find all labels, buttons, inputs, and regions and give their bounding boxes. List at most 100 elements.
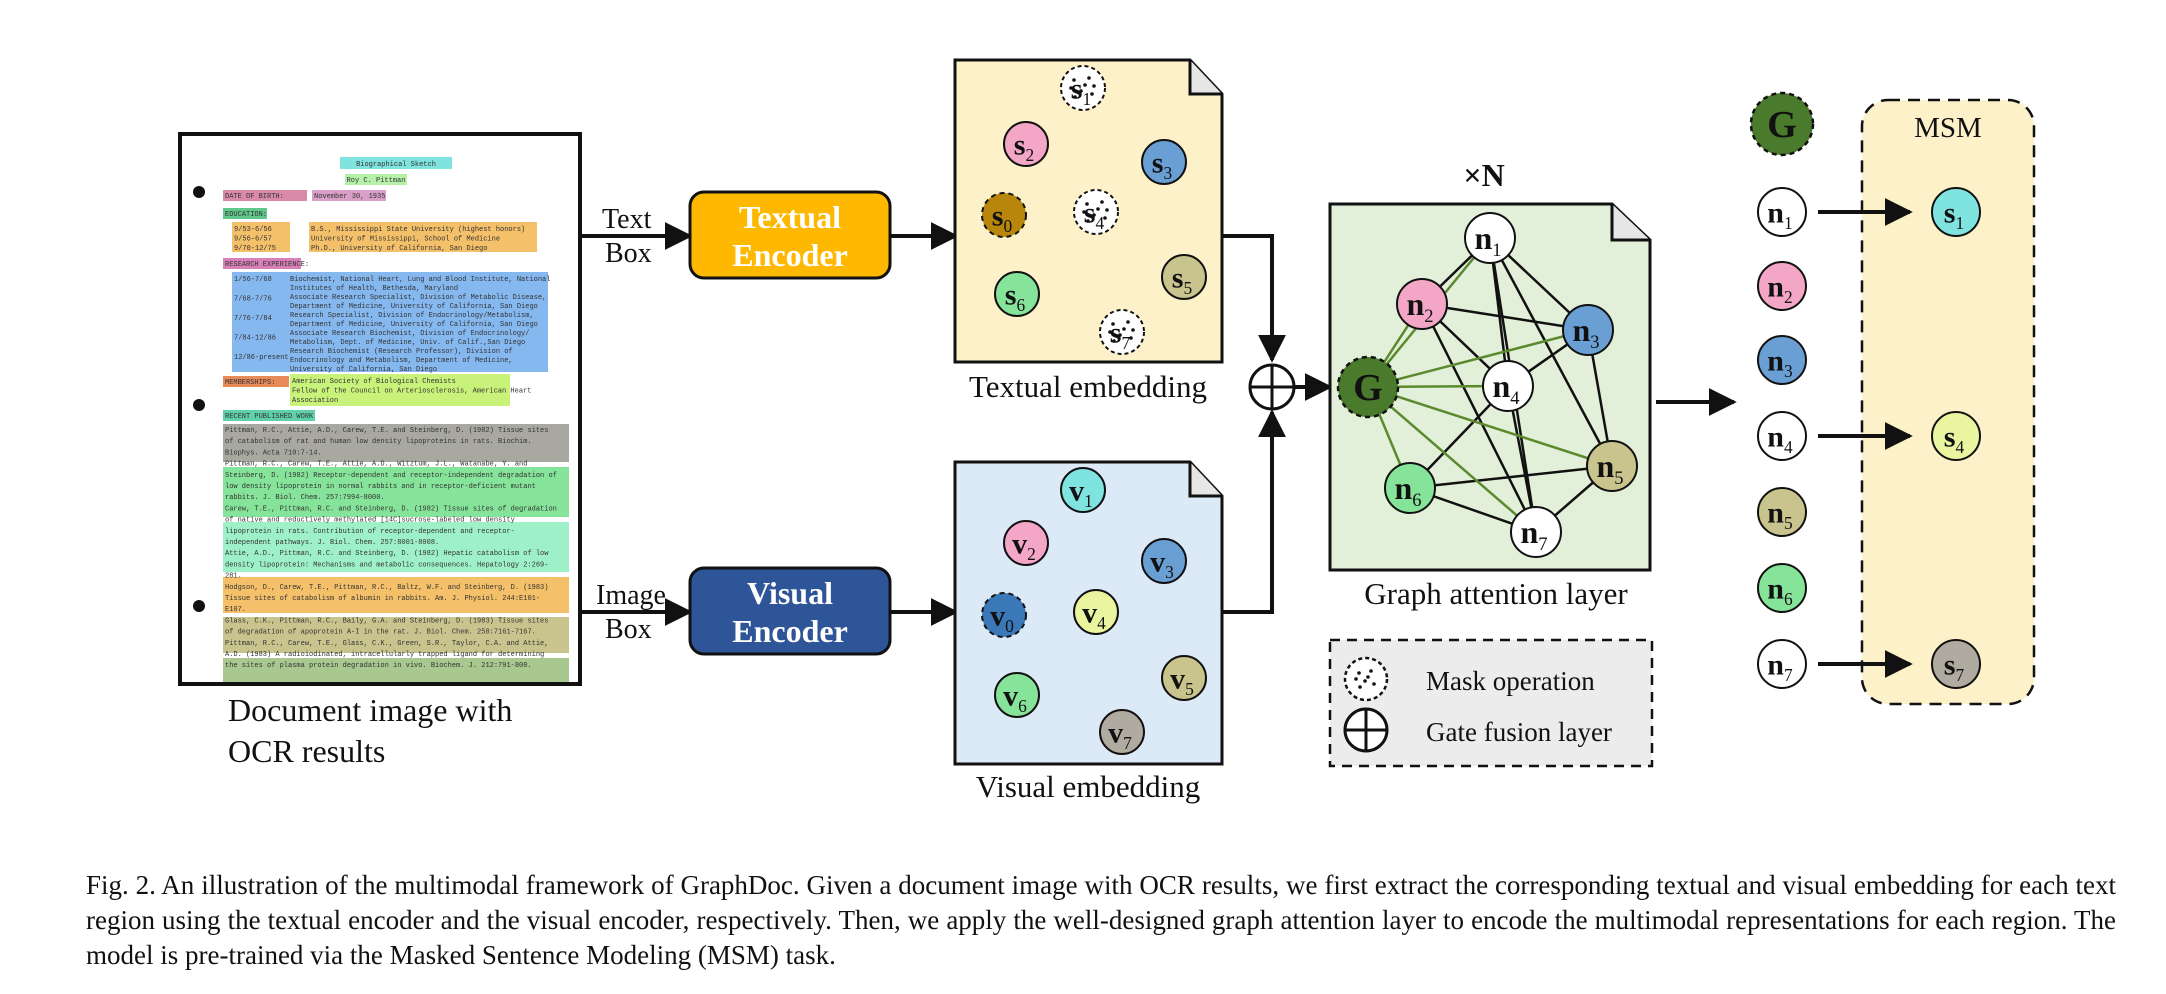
- node-sub: 0: [1003, 216, 1012, 236]
- node-sub: 1: [1784, 213, 1793, 233]
- visual-encoder-label-1: Visual: [747, 575, 833, 611]
- doc-text-line: Metabolism, Dept. of Medicine, Univ. of …: [290, 339, 525, 347]
- graphdoc-framework-diagram: Biographical Sketch Roy C. Pittman DATE …: [178, 58, 2036, 804]
- graph-node-n4: n4: [1482, 360, 1534, 412]
- textual-node-s2: s2: [1003, 121, 1049, 167]
- svg-text:n4: n4: [1767, 421, 1793, 458]
- node-sub: 2: [1027, 544, 1036, 564]
- svg-text:n1: n1: [1767, 197, 1792, 234]
- doc-text-line: 12/86-present: [234, 354, 289, 362]
- doc-dob-value: November 30, 1935: [314, 193, 385, 201]
- node-sub: 7: [1121, 333, 1130, 353]
- svg-text:n6: n6: [1767, 573, 1793, 610]
- svg-text:s4: s4: [1944, 421, 1965, 458]
- svg-text:v0: v0: [990, 600, 1014, 637]
- output-node-n3: n3: [1757, 335, 1807, 385]
- doc-text-line: Research Specialist, Division of Endocri…: [290, 312, 534, 320]
- doc-text-line: 9/70-12/75: [234, 245, 276, 253]
- svg-text:n4: n4: [1492, 368, 1519, 409]
- node-sub: 2: [1025, 145, 1034, 165]
- mask-dot: [1354, 677, 1358, 681]
- graph-node-n7: n7: [1510, 506, 1562, 558]
- output-global-label: G: [1767, 104, 1797, 146]
- graph-edge: [1488, 237, 1614, 467]
- global-edge: [1367, 385, 1613, 468]
- doc-text-line: Biochemist, National Heart, Lung and Blo…: [290, 276, 550, 284]
- doc-text-line: the sites of plasma protein degradation …: [225, 662, 532, 670]
- node-sub: 5: [1614, 468, 1623, 489]
- node-sub: 4: [1097, 613, 1106, 633]
- visual-node-v2: v2: [1003, 520, 1049, 566]
- node-base: v: [1108, 717, 1123, 750]
- node-sub: 7: [1955, 665, 1964, 685]
- graph-repeat-label: ×N: [1463, 157, 1504, 193]
- node-sub: 6: [1018, 696, 1027, 716]
- visual-embedding-caption: Visual embedding: [976, 769, 1201, 804]
- graph-attention-caption: Graph attention layer: [1364, 576, 1628, 611]
- mask-operation-icon: [1343, 656, 1389, 702]
- svg-text:s1: s1: [1944, 197, 1964, 234]
- node-base: n: [1767, 197, 1784, 230]
- node-sub: 3: [1163, 163, 1172, 183]
- doc-text-line: Institutes of Health, Bethesda, Maryland: [290, 285, 458, 293]
- doc-text-line: density lipoprotein: Mechanisms and meta…: [225, 561, 548, 569]
- visual-node-v0: v0: [981, 592, 1027, 638]
- node-base: s: [1084, 197, 1096, 230]
- output-node-n4: n4: [1757, 411, 1807, 461]
- text-box-label-1: Text: [602, 204, 652, 235]
- doc-text-line: Fellow of the Council on Arteriosclerosi…: [292, 388, 531, 396]
- visual-node-v7: v7: [1099, 709, 1145, 755]
- doc-text-line: Carew, T.E., Pittman, R.C. and Steinberg…: [225, 505, 557, 513]
- node-sub: 7: [1784, 665, 1793, 685]
- node-base: v: [1170, 663, 1185, 696]
- mask-dot: [1366, 675, 1370, 679]
- doc-text-line: Endocrinology and Metabolism, Department…: [290, 357, 513, 365]
- doc-research-lines: Biochemist, National Heart, Lung and Blo…: [290, 276, 550, 374]
- node-sub: 5: [1183, 278, 1192, 298]
- textual-node-s3: s3: [1141, 139, 1187, 185]
- graph-node-n6: n6: [1384, 462, 1436, 514]
- doc-text-line: lipoprotein in rats. Contribution of rec…: [225, 528, 515, 536]
- doc-education-years: 9/53-6/569/56-6/579/70-12/75: [234, 226, 276, 253]
- output-node-n7: n7: [1757, 639, 1807, 689]
- svg-text:s4: s4: [1084, 197, 1105, 234]
- node-sub: 2: [1424, 306, 1433, 327]
- node-base: n: [1520, 514, 1538, 550]
- visual-encoder-label-2: Encoder: [732, 613, 848, 649]
- textual-embedding-caption: Textual embedding: [969, 369, 1207, 404]
- svg-text:n3: n3: [1767, 345, 1793, 382]
- output-node-n1: n1: [1757, 187, 1807, 237]
- visual-node-v6: v6: [994, 672, 1040, 718]
- node-base: v: [990, 600, 1005, 633]
- node-sub: 3: [1784, 361, 1793, 381]
- legend-mask-label: Mask operation: [1426, 666, 1595, 696]
- node-base: s: [1110, 317, 1122, 350]
- doc-text-line: 281.: [225, 573, 242, 581]
- doc-memberships-label: MEMBERSHIPS:: [225, 379, 275, 387]
- doc-text-line: Department of Medicine, University of Ca…: [290, 303, 538, 311]
- doc-text-line: University of California, San Diego: [290, 366, 437, 374]
- mask-dot: [1358, 685, 1362, 689]
- node-base: n: [1767, 573, 1784, 606]
- mask-dot: [1372, 682, 1376, 686]
- node-base: n: [1406, 286, 1424, 322]
- node-base: n: [1596, 448, 1614, 484]
- doc-text-line: rabbits. J. Biol. Chem. 257:7994-8000.: [225, 494, 385, 502]
- node-base: v: [1003, 680, 1018, 713]
- doc-text-line: 7/68-7/76: [234, 296, 272, 304]
- node-base: n: [1394, 470, 1412, 506]
- visual-encoder: Visual Encoder: [688, 566, 892, 656]
- doc-text-line: Tissue sites of catabolism of albumin in…: [225, 595, 540, 603]
- doc-text-line: Pittman, R.C., Carew, T.E., Glass, C.K.,…: [225, 640, 548, 648]
- msm-label: MSM: [1914, 112, 1982, 144]
- node-base: s: [1005, 279, 1017, 312]
- msm-node-s1: s1: [1931, 187, 1981, 237]
- svg-text:n1: n1: [1474, 220, 1501, 261]
- doc-text-line: 9/53-6/56: [234, 226, 272, 234]
- node-sub: 4: [1955, 437, 1964, 457]
